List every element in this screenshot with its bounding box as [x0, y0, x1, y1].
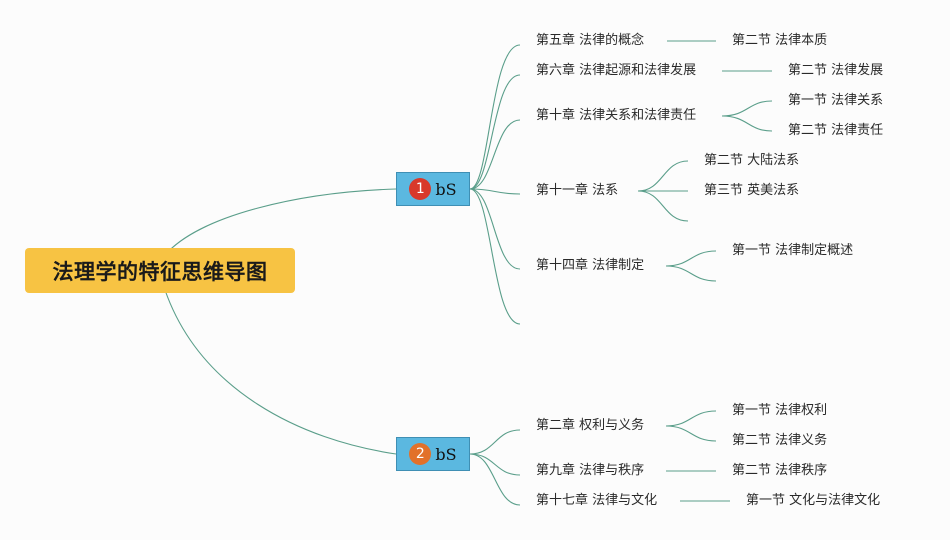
section-node[interactable]: 第二节 法律秩序 — [732, 463, 828, 478]
number-badge-2: 2 — [409, 443, 432, 465]
link-ch2-s2 — [665, 425, 717, 442]
link-hub1-ch11 — [469, 188, 521, 195]
section-node[interactable]: 第一节 文化与法律文化 — [746, 493, 881, 508]
hub-topic-2[interactable]: 2 bS — [396, 437, 470, 471]
chapter-node[interactable]: 第九章 法律与秩序 — [536, 463, 645, 478]
link-hub1-ch10 — [469, 119, 521, 190]
chapter-node[interactable]: 第十一章 法系 — [536, 183, 619, 198]
hub-label: bS — [435, 444, 457, 464]
section-node[interactable]: 第三节 英美法系 — [704, 183, 800, 198]
section-node[interactable]: 第二节 法律义务 — [732, 433, 828, 448]
link-root-hub2 — [164, 289, 397, 455]
section-node[interactable]: 第一节 法律权利 — [732, 403, 828, 418]
chapter-node[interactable]: 第十四章 法律制定 — [536, 258, 645, 273]
chapter-node[interactable]: 第五章 法律的概念 — [536, 33, 645, 48]
chapter-node[interactable]: 第十章 法律关系和法律责任 — [536, 108, 697, 123]
link-ch14-s2 — [665, 265, 717, 282]
connector-lines — [164, 40, 773, 506]
link-hub1-ch6 — [469, 74, 521, 190]
link-hub1-ch5 — [469, 44, 521, 190]
section-node[interactable]: 第一节 法律制定概述 — [732, 243, 854, 258]
chapter-node[interactable]: 第六章 法律起源和法律发展 — [536, 63, 697, 78]
chapter-node[interactable]: 第十七章 法律与文化 — [536, 493, 658, 508]
number-badge-1: 1 — [409, 178, 432, 200]
link-ch11-s3 — [637, 190, 689, 222]
chapter-node[interactable]: 第二章 权利与义务 — [536, 418, 645, 433]
link-ch2-s1 — [665, 410, 717, 427]
link-hub2-ch9 — [469, 453, 521, 476]
link-hub2-ch2 — [469, 429, 521, 455]
link-hub1-ch14 — [469, 188, 521, 270]
hub-topic-1[interactable]: 1 bS — [396, 172, 470, 206]
hub-label: bS — [435, 179, 457, 199]
link-ch14-s1 — [665, 250, 717, 267]
link-hub2-ch17 — [469, 453, 521, 506]
section-node[interactable]: 第二节 大陆法系 — [704, 153, 800, 168]
section-node[interactable]: 第二节 法律本质 — [732, 33, 828, 48]
link-ch10-s1 — [721, 100, 773, 117]
link-ch11-s1 — [637, 160, 689, 192]
section-node[interactable]: 第一节 法律关系 — [788, 93, 884, 108]
link-hub1-empty — [469, 188, 521, 325]
link-root-hub1 — [164, 188, 397, 256]
section-node[interactable]: 第二节 法律发展 — [788, 63, 884, 78]
root-topic[interactable]: 法理学的特征思维导图 — [25, 248, 295, 293]
link-ch10-s2 — [721, 115, 773, 132]
section-node[interactable]: 第二节 法律责任 — [788, 123, 884, 138]
